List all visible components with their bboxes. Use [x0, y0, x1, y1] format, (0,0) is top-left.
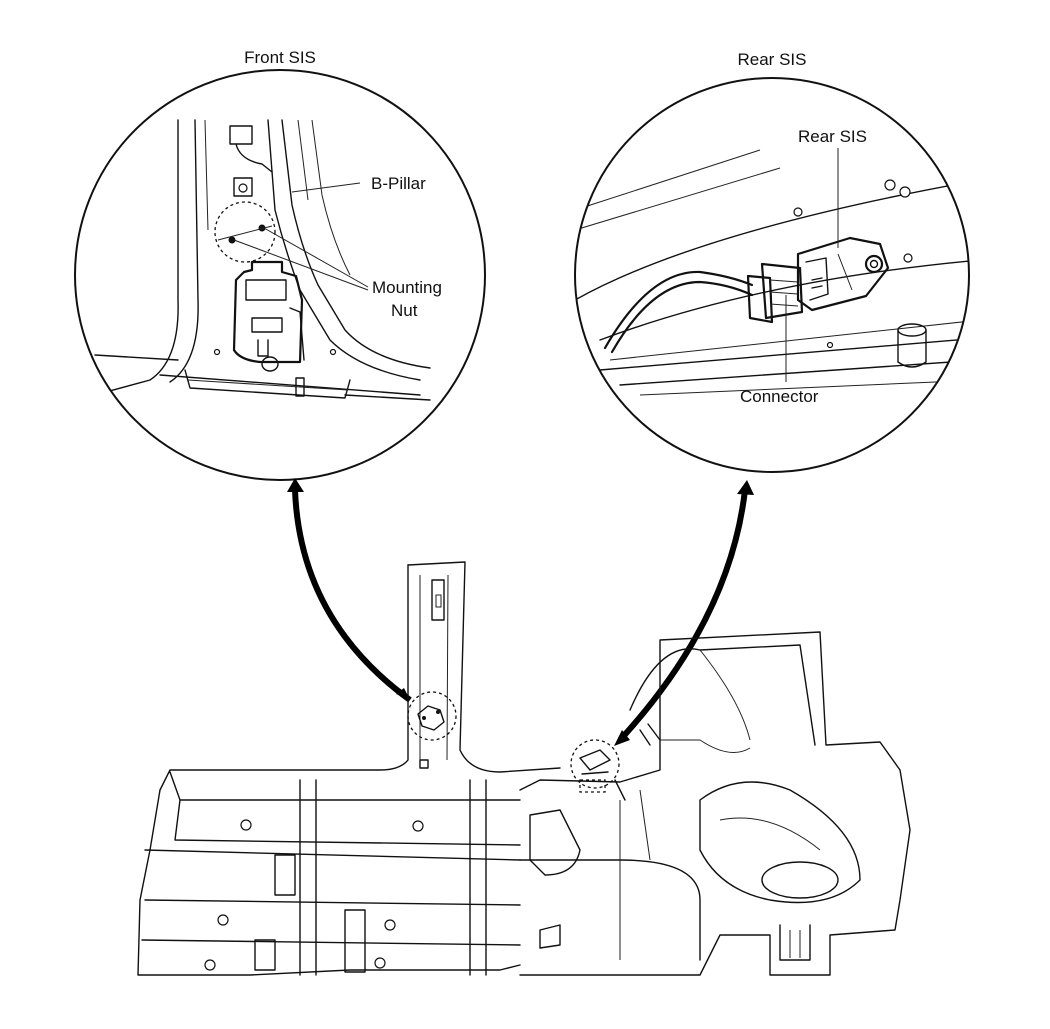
front-sis-drawing: [94, 119, 431, 401]
rear-arrowhead: [737, 480, 754, 495]
mounting-nut-label-line1: Mounting: [372, 278, 442, 297]
front-location-arrow: [292, 489, 412, 703]
connector-label: Connector: [740, 387, 819, 406]
front-sis-title: Front SIS: [244, 48, 316, 67]
rear-location-arrow: [617, 489, 748, 743]
b-pillar-label: B-Pillar: [371, 174, 426, 193]
rear-sis-drawing: [575, 149, 969, 396]
front-sis-detail: Front SIS: [74, 48, 486, 481]
rear-sis-label: Rear SIS: [798, 127, 867, 146]
mounting-nut-label-line2: Nut: [391, 301, 418, 320]
rear-sis-title: Rear SIS: [738, 50, 807, 69]
front-arrowhead: [287, 478, 304, 492]
rear-sis-detail: Rear SIS: [574, 50, 970, 473]
location-arrows: [287, 478, 754, 746]
rear-detail-circle: [574, 77, 970, 473]
vehicle-floor-drawing: [137, 561, 911, 976]
front-detail-circle: [74, 69, 486, 481]
